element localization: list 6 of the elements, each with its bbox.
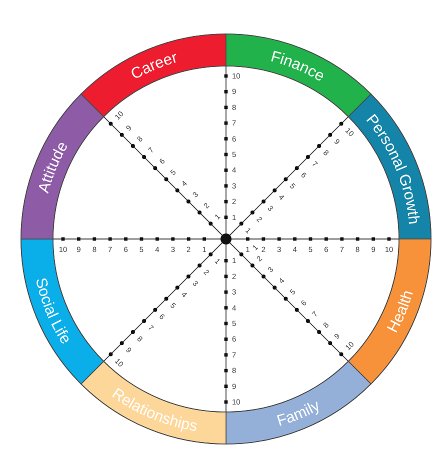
segment-label: Family bbox=[275, 397, 323, 430]
segment-label: Career bbox=[128, 49, 180, 84]
wheel-segment bbox=[348, 238, 432, 384]
wheel-segment bbox=[20, 238, 104, 384]
wheel-segment bbox=[226, 360, 372, 444]
wheel-segment bbox=[20, 94, 104, 240]
